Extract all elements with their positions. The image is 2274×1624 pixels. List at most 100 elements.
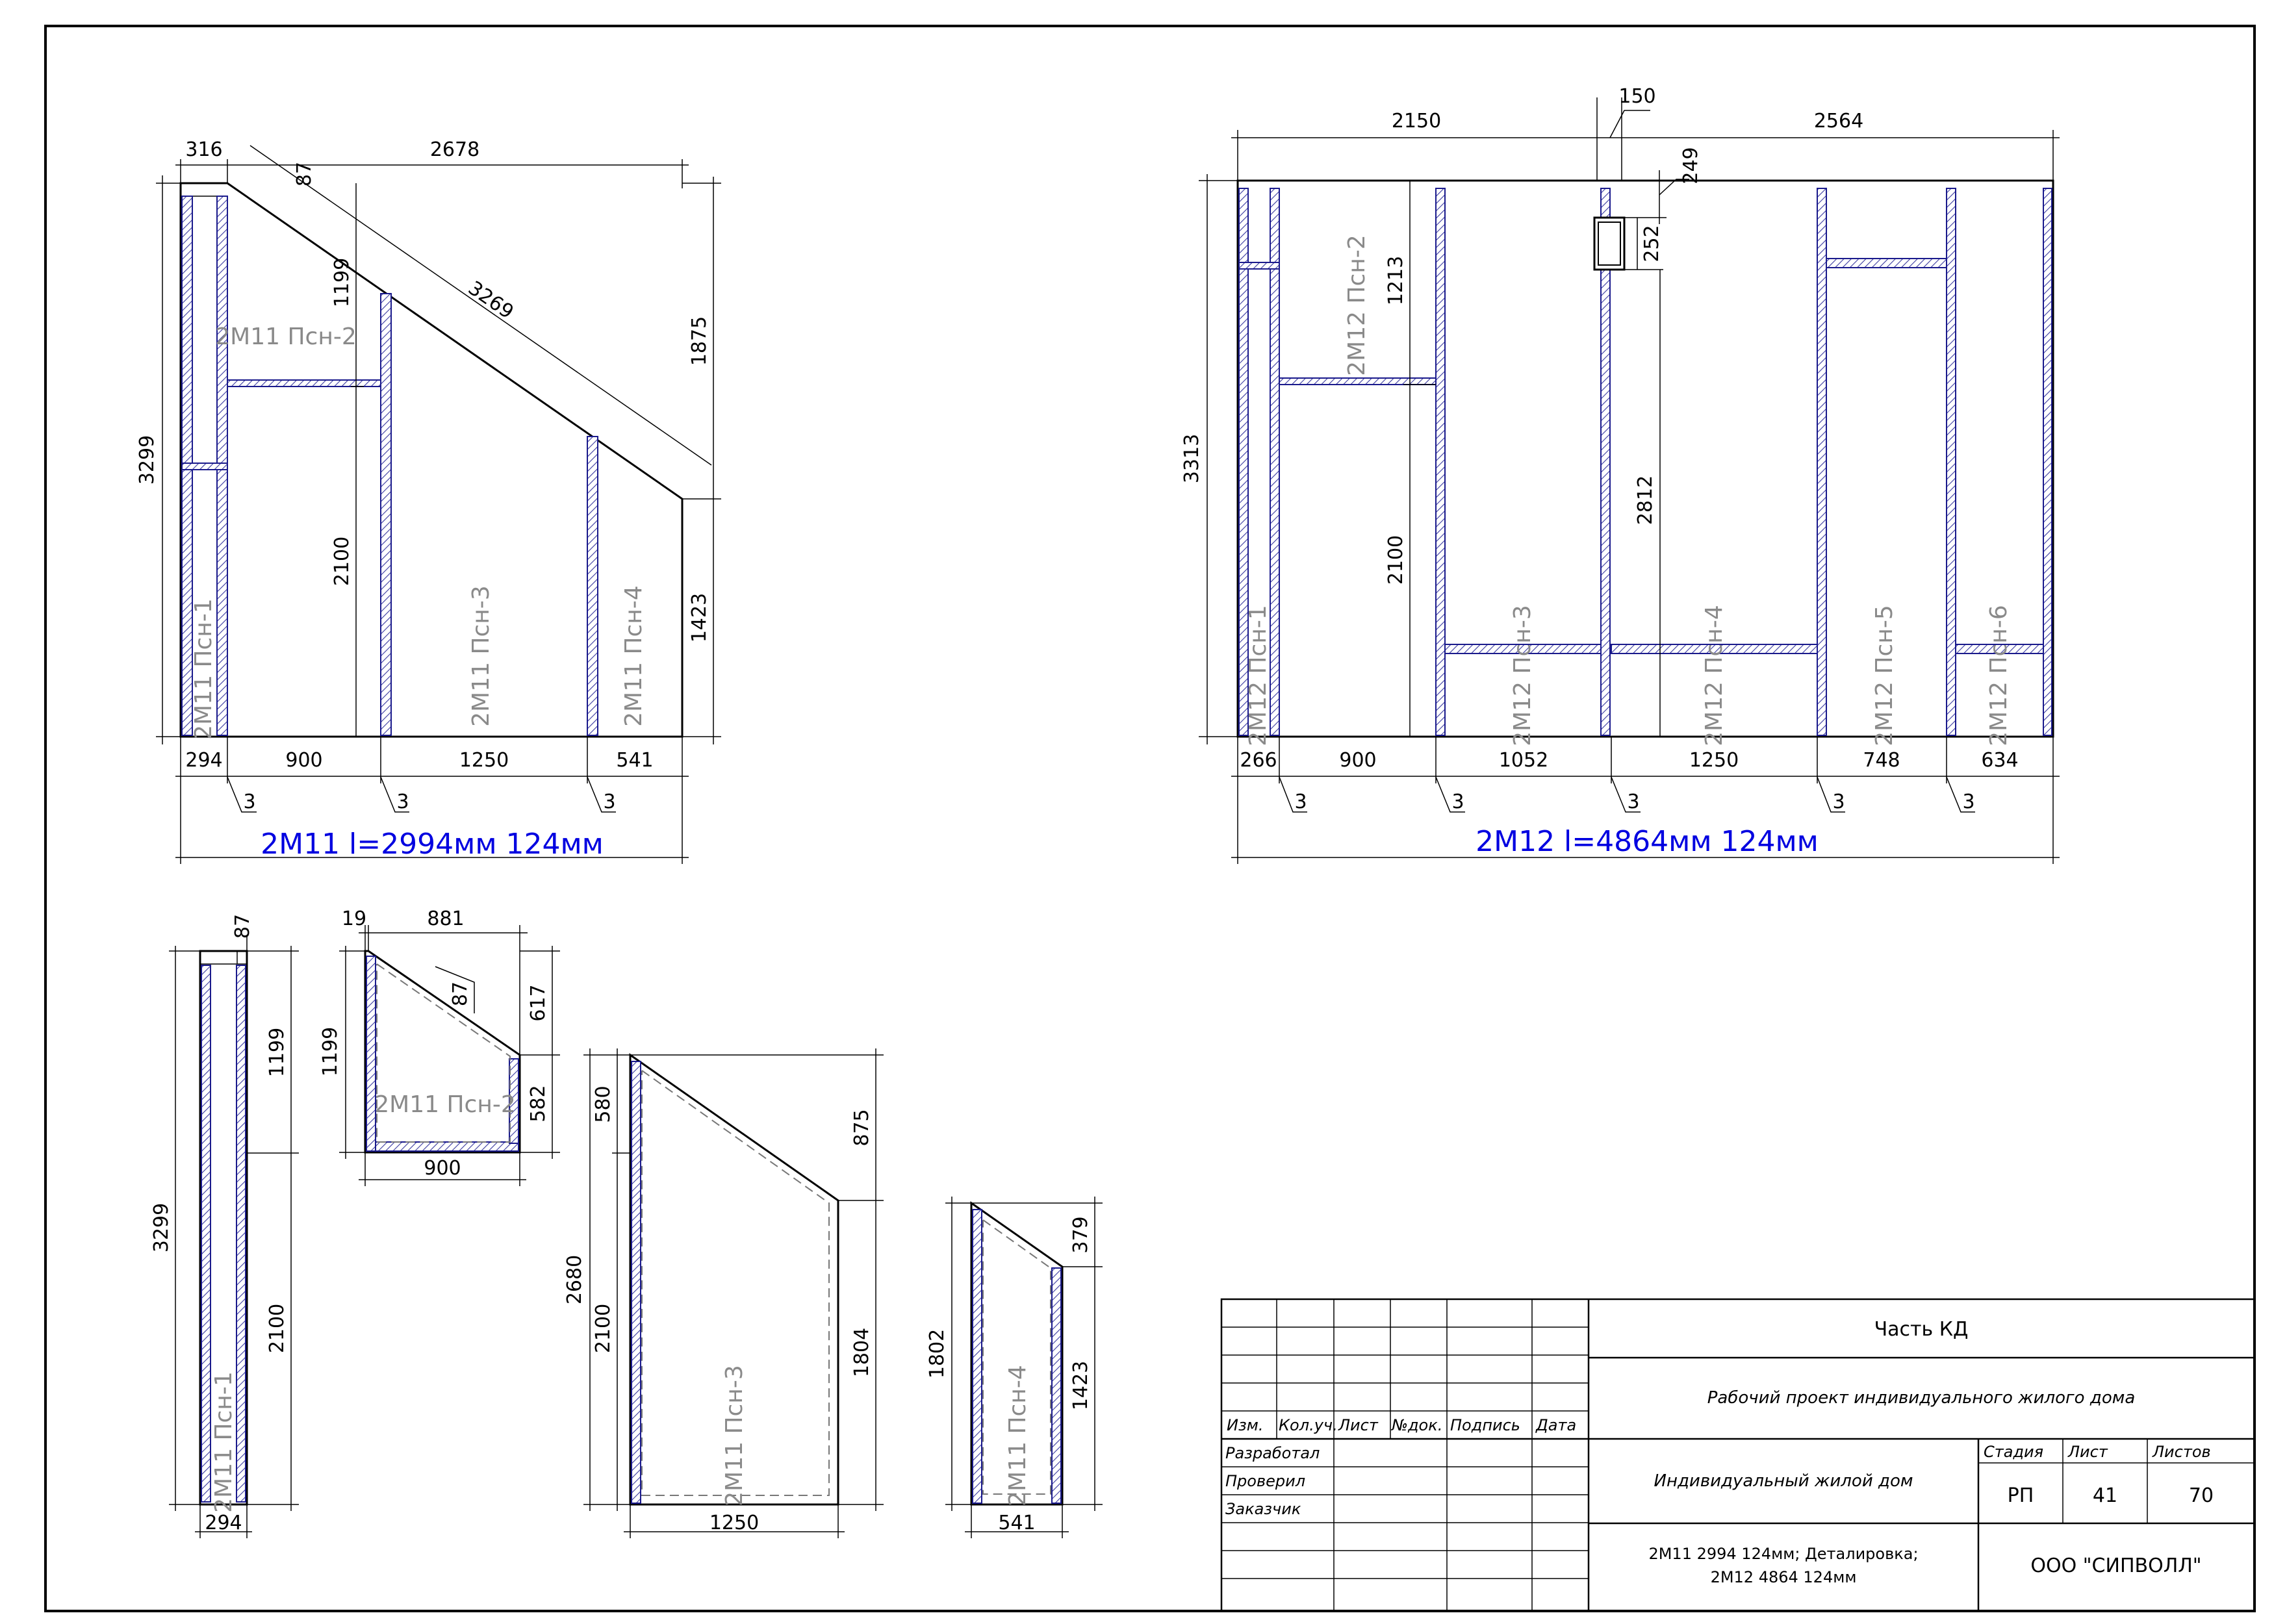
sheet-frame — [44, 25, 2256, 1612]
dim-psn1-width: 294 — [205, 1512, 242, 1534]
dim-2m11-top-main: 2678 — [430, 138, 479, 161]
dim-psn3-right-lower: 1804 — [850, 1328, 873, 1377]
detail-psn4-label: 2М11 Псн-4 — [1004, 1365, 1031, 1506]
wall-2m12-stud — [1238, 262, 1280, 270]
tb-role: Разработал — [1225, 1444, 1320, 1462]
detail-psn2: 2М11 Псн-2 19 881 87 617 582 1199 900 — [319, 907, 560, 1186]
wall-2m12-elevation: 2М12 Псн-1 2М12 Псн-2 2М12 Псн-3 2М12 Пс… — [1181, 85, 2060, 864]
wall-2m12-outline — [1236, 179, 2054, 738]
detail-psn2-stud — [366, 956, 376, 1152]
dim-psn2-slope-off: 87 — [449, 982, 472, 1006]
tb-header: Дата — [1535, 1416, 1576, 1434]
detail-psn2-dashline — [376, 963, 511, 1143]
dim-2m12-top-mid: 150 — [1618, 85, 1655, 108]
tb-role: Заказчик — [1225, 1500, 1301, 1518]
detail-psn3-dimensions: 2680 580 2100 875 1804 1250 — [563, 1048, 884, 1538]
dim-psn2-top: 881 — [427, 907, 464, 930]
dim-2m12-top-off: 249 — [1680, 147, 1702, 184]
dim-psn1-lower: 2100 — [266, 1304, 288, 1353]
tb-sheet-label: Лист — [2067, 1443, 2108, 1461]
wall-2m12-stud — [1826, 258, 1948, 268]
tb-project: Рабочий проект индивидуального жилого до… — [1707, 1388, 2136, 1408]
dim-psn4-right-top: 379 — [1069, 1216, 1092, 1253]
detail-psn1-outline — [199, 950, 248, 1506]
dim-psn3-left-lower: 2100 — [592, 1304, 615, 1353]
detail-psn4-dimensions: 1802 379 1423 541 — [926, 1197, 1103, 1538]
wall-2m12-stud — [1946, 188, 1956, 736]
dim-2m12-bottom-6: 634 — [1981, 749, 2018, 772]
detail-psn1-stud — [201, 965, 211, 1503]
detail-psn4-stud — [1051, 1267, 1062, 1504]
dim-psn3-width: 1250 — [709, 1512, 759, 1534]
dim-psn3-right-top: 875 — [850, 1109, 873, 1146]
wall-2m11-outline — [179, 182, 683, 738]
dim-2m12-gap-4: 3 — [1832, 791, 1845, 813]
tb-header: Кол.уч. — [1279, 1416, 1338, 1434]
tb-sheet-title-2: 2М12 4864 124мм — [1711, 1568, 1857, 1586]
wall-2m12-panel-label: 2М12 Псн-6 — [1986, 605, 2012, 746]
wall-2m11-panel-label: 2М11 Псн-4 — [620, 585, 647, 727]
dim-2m11-gap-2: 3 — [396, 791, 409, 813]
dim-2m11-bottom-1: 294 — [185, 749, 222, 772]
dim-2m12-opening-height: 2812 — [1634, 476, 1657, 525]
tb-header: Подпись — [1450, 1416, 1520, 1434]
tb-sheets-label: Листов — [2152, 1443, 2211, 1461]
dim-2m12-upper: 1213 — [1385, 256, 1407, 305]
dim-2m12-box: 252 — [1641, 225, 1663, 262]
tb-object: Индивидуальный жилой дом — [1654, 1471, 1913, 1491]
detail-psn3-label: 2М11 Псн-3 — [721, 1365, 748, 1506]
detail-psn3-dashline — [641, 1070, 830, 1496]
dim-2m11-gap-1: 3 — [243, 791, 255, 813]
dim-psn1-top: 87 — [231, 914, 254, 939]
dim-2m12-bottom-1: 266 — [1240, 749, 1277, 772]
detail-psn3-stud — [631, 1061, 641, 1504]
tb-sheet: 41 — [2093, 1484, 2117, 1507]
tb-company: ООО "СИПВОЛЛ" — [2030, 1554, 2201, 1577]
dim-psn2-left: 1199 — [319, 1027, 342, 1076]
detail-psn1: 2М11 Псн-1 87 1199 2100 3299 294 — [150, 914, 299, 1538]
dim-psn4-right-lower: 1423 — [1069, 1361, 1092, 1410]
detail-psn1-label: 2М11 Псн-1 — [211, 1371, 237, 1513]
dim-2m12-bottom-5: 748 — [1863, 749, 1900, 772]
detail-psn2-label: 2М11 Псн-2 — [374, 1091, 516, 1118]
dim-psn2-top-small: 19 — [342, 907, 366, 930]
dim-psn4-width: 541 — [998, 1512, 1035, 1534]
tb-header: №док. — [1390, 1416, 1442, 1434]
dim-2m12-bottom-3: 1052 — [1499, 749, 1548, 772]
wall-2m12-box — [1593, 216, 1626, 271]
detail-psn2-stud — [375, 1141, 519, 1152]
wall-2m12-box-inner — [1598, 222, 1621, 266]
dim-2m11-bottom-2: 900 — [285, 749, 322, 772]
wall-2m12-stud — [2043, 188, 2052, 736]
detail-psn1-dimensions: 87 1199 2100 3299 294 — [150, 914, 299, 1538]
tb-header: Лист — [1338, 1416, 1379, 1434]
dim-psn4-height: 1802 — [926, 1329, 949, 1378]
wall-2m11-stud — [181, 463, 228, 470]
wall-2m11-stud — [227, 379, 381, 387]
wall-2m12-stud — [1279, 377, 1437, 385]
dim-2m11-top-left: 316 — [185, 138, 222, 161]
title-block: Изм. Кол.уч. Лист №док. Подпись Дата Раз… — [1220, 1298, 2256, 1612]
detail-psn3: 2М11 Псн-3 2680 580 2100 875 1804 1250 — [563, 1048, 884, 1538]
dim-2m12-gap-3: 3 — [1627, 791, 1639, 813]
dim-psn1-upper: 1199 — [266, 1028, 288, 1077]
tb-header: Изм. — [1227, 1416, 1263, 1434]
dim-2m12-gap-2: 3 — [1451, 791, 1464, 813]
dim-2m12-gap-5: 3 — [1962, 791, 1974, 813]
wall-2m11-panel-label: 2М11 Псн-2 — [215, 324, 357, 350]
dim-2m12-top-right: 2564 — [1814, 110, 1863, 133]
dim-2m11-bottom-4: 541 — [616, 749, 653, 772]
dim-2m12-gap-1: 3 — [1294, 791, 1307, 813]
dim-2m12-height: 3313 — [1181, 434, 1203, 483]
wall-2m11-panel-label: 2М11 Псн-3 — [468, 585, 494, 727]
wall-2m11-panel-label: 2М11 Псн-1 — [190, 598, 217, 740]
tb-role: Проверил — [1225, 1472, 1305, 1490]
dim-2m11-right-top: 1875 — [688, 316, 711, 366]
dim-2m11-height-left: 3299 — [136, 435, 159, 485]
wall-2m11-caption: 2М11 l=2994мм 124мм — [261, 828, 604, 861]
dim-psn3-left-top: 580 — [592, 1085, 615, 1123]
dim-2m11-upper-left: 1199 — [331, 258, 353, 307]
wall-2m11-stud — [587, 436, 598, 736]
dim-psn2-right-top: 617 — [527, 984, 550, 1021]
wall-2m12-stud — [1817, 188, 1827, 736]
